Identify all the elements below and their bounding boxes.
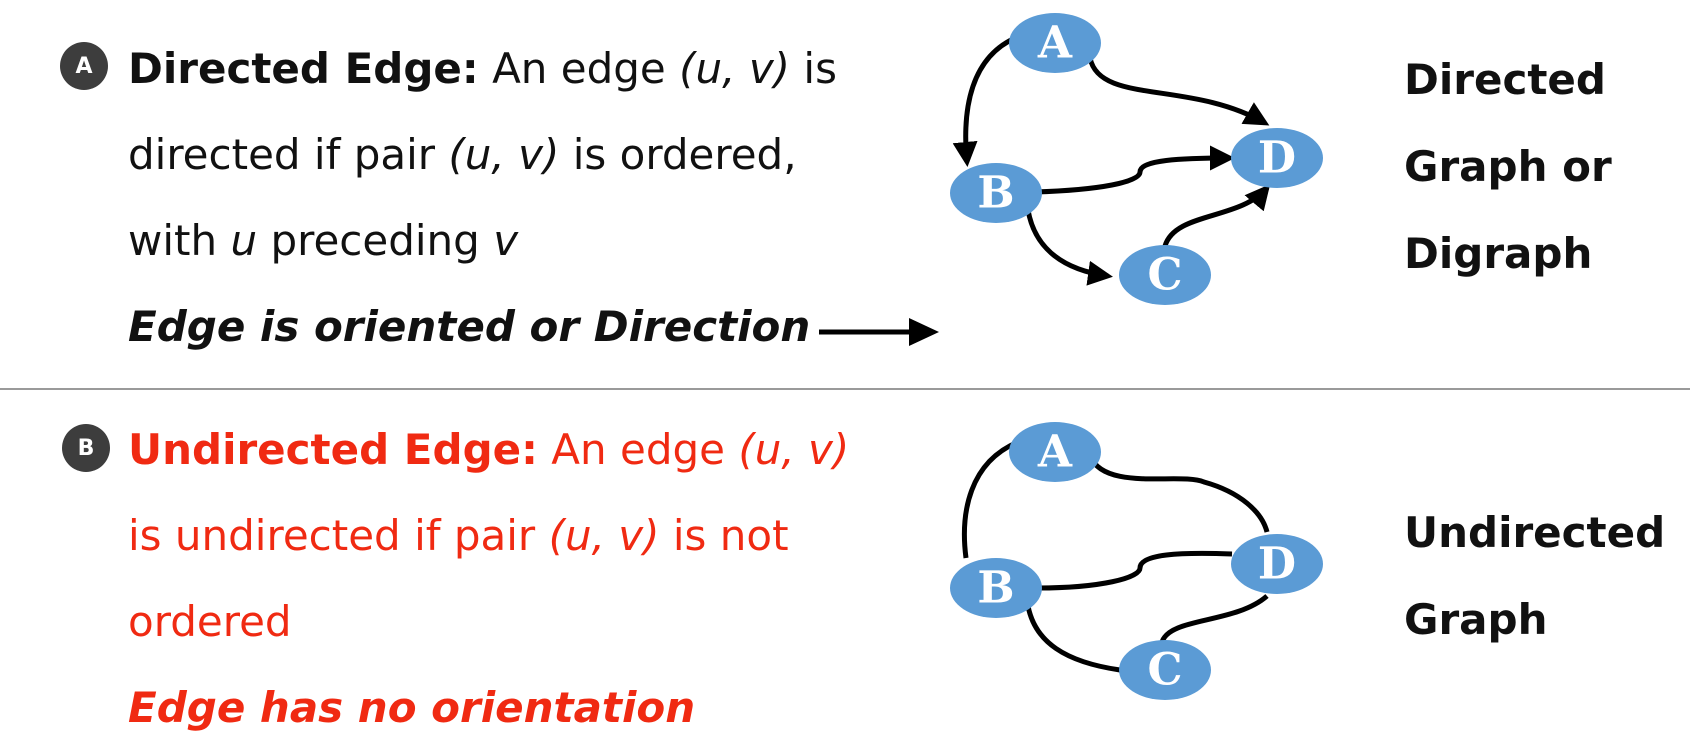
node-label: C	[1147, 250, 1182, 301]
edge-a-b	[952, 33, 1021, 167]
node-d: D	[1231, 534, 1323, 594]
edge-b-c	[1025, 605, 1121, 673]
edge-b-d	[1037, 550, 1233, 591]
text-span: with	[128, 216, 231, 265]
node-label: A	[1037, 18, 1073, 69]
node-label: A	[1037, 427, 1073, 478]
node-d: D	[1231, 128, 1323, 188]
directed-edge-term: Directed Edge:	[128, 44, 479, 93]
node-a: A	[1009, 13, 1101, 73]
undirected-conclusion: Edge has no orientation	[128, 683, 696, 732]
node-label: D	[1258, 539, 1296, 590]
var-v: v	[493, 216, 519, 265]
var-u: u	[230, 216, 258, 265]
text-span: is not	[659, 511, 789, 560]
edge-b-d	[1034, 145, 1235, 195]
definition-line-2: directed if pair (u, v) is ordered,	[128, 112, 888, 198]
edge-b-c	[1025, 209, 1113, 286]
edge-c-d	[1159, 594, 1269, 644]
label-line: Undirected	[1404, 508, 1666, 557]
undirected-graph-label: Undirected Graph	[1404, 489, 1665, 663]
node-label: C	[1147, 645, 1182, 696]
undirected-edge-term: Undirected Edge:	[128, 425, 538, 474]
definition-line-1: Undirected Edge: An edge (u, v)	[128, 407, 888, 493]
section-divider	[0, 388, 1690, 390]
text-span: preceding	[257, 216, 494, 265]
definition-line-1: Directed Edge: An edge (u, v) is	[128, 26, 888, 112]
text-span: is undirected if pair	[128, 511, 549, 560]
undirected-edge-section: B Undirected Edge: An edge (u, v) is und…	[0, 392, 1690, 755]
text-span: An edge	[478, 44, 680, 93]
directed-definition: Directed Edge: An edge (u, v) is directe…	[128, 26, 888, 370]
directed-graph-label: Directed Graph or Digraph	[1404, 36, 1612, 297]
definition-line-3: with u preceding v	[128, 198, 888, 284]
label-line: Directed	[1404, 55, 1606, 104]
arrow-right-icon	[819, 318, 939, 346]
edge-c-d	[1162, 184, 1271, 247]
node-b: B	[950, 558, 1042, 618]
uv-pair: (u, v)	[448, 130, 560, 179]
label-line: Graph	[1404, 595, 1548, 644]
label-line: Graph or	[1404, 142, 1612, 191]
directed-edge-section: A Directed Edge: An edge (u, v) is direc…	[60, 13, 1612, 370]
node-c: C	[1119, 245, 1211, 305]
text-span: An edge	[537, 425, 739, 474]
text-span: is ordered,	[559, 130, 797, 179]
node-a: A	[1009, 422, 1101, 482]
label-line: Digraph	[1404, 229, 1593, 278]
directed-conclusion: Edge is oriented or Direction	[128, 302, 811, 351]
undirected-definition: Undirected Edge: An edge (u, v) is undir…	[128, 407, 888, 751]
node-label: B	[977, 563, 1014, 614]
node-b: B	[950, 163, 1042, 223]
undirected-graph-diagram: A B C D	[950, 422, 1323, 700]
text-span: is	[790, 44, 837, 93]
node-label: B	[977, 168, 1014, 219]
uv-pair: (u, v)	[679, 44, 791, 93]
definition-line-2: is undirected if pair (u, v) is not	[128, 493, 888, 579]
edge-a-d	[1087, 57, 1270, 126]
uv-pair: (u, v)	[548, 511, 660, 560]
edge-a-d	[1087, 454, 1270, 533]
definition-line-3: ordered	[128, 597, 292, 646]
node-c: C	[1119, 640, 1211, 700]
uv-pair: (u, v)	[738, 425, 850, 474]
badge-a: A	[60, 42, 108, 90]
text-span: directed if pair	[128, 130, 449, 179]
edge-a-b	[961, 439, 1019, 559]
node-label: D	[1258, 133, 1296, 184]
badge-b: B	[62, 424, 110, 472]
directed-graph-diagram: A B C D	[950, 13, 1323, 305]
